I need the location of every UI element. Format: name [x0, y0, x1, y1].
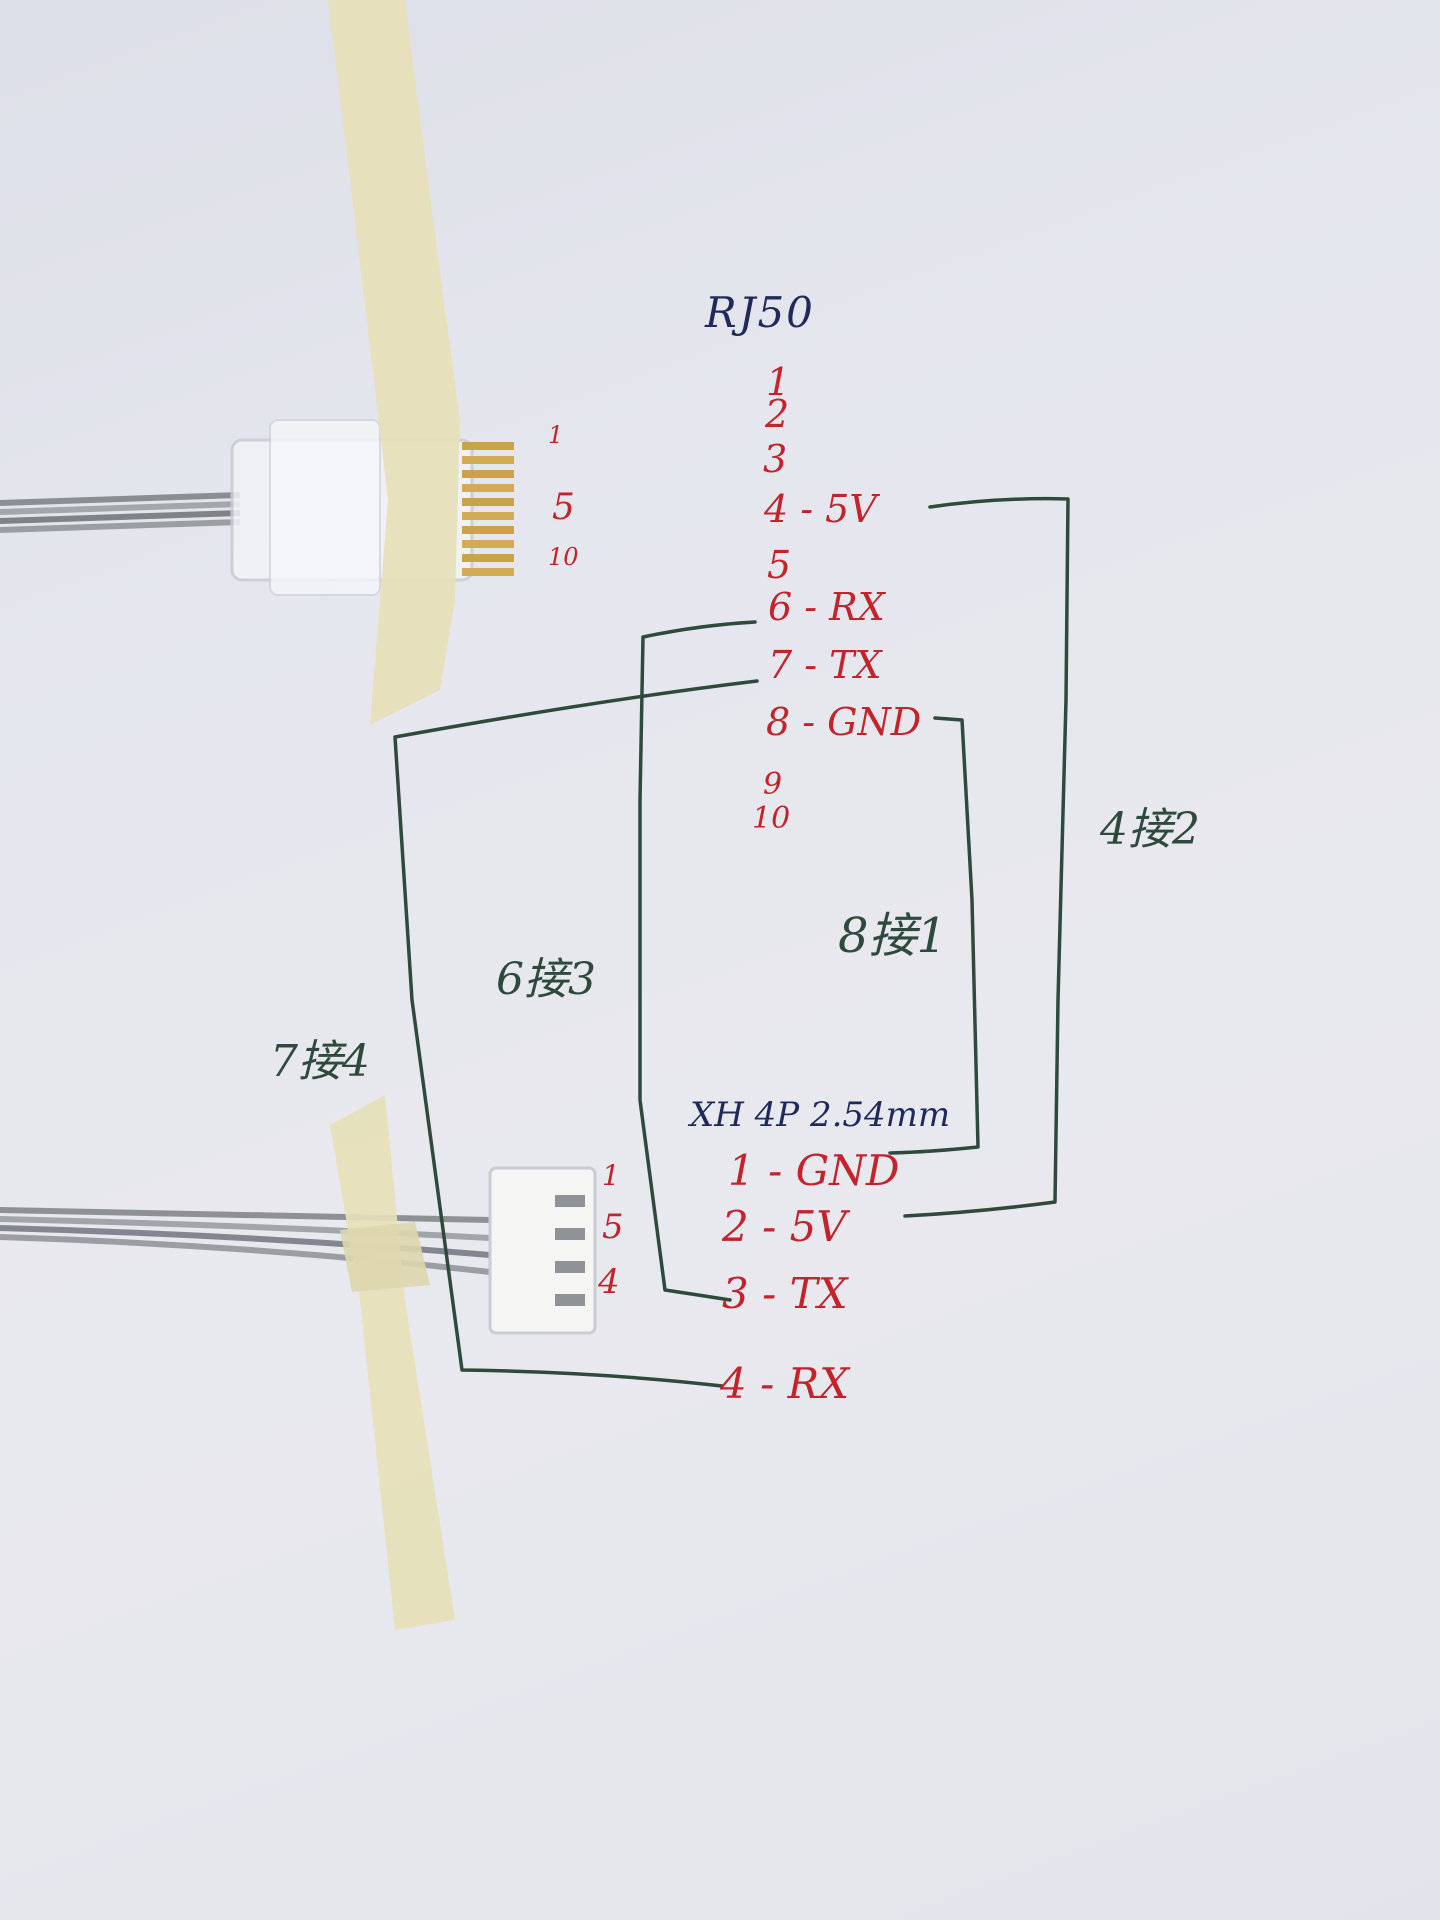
- xh-side-label-1: 1: [602, 1159, 620, 1192]
- rj50-pin-2: 2: [765, 392, 790, 436]
- rj50-pin-4: 4 - 5V: [764, 487, 877, 531]
- xh-title: XH 4P 2.54mm: [690, 1095, 951, 1135]
- rj50-side-label-10: 10: [548, 543, 579, 571]
- xh-pin-3: 3 - TX: [722, 1269, 848, 1318]
- rj50-ribbon-cable: [0, 492, 241, 533]
- rj50-pin-6: 6 - RX: [768, 585, 885, 629]
- rj50-pin-9: 9: [763, 767, 783, 802]
- rj50-title: RJ50: [705, 288, 815, 337]
- rj50-pin-10: 10: [752, 801, 791, 836]
- rj50-gold-contacts: [462, 442, 514, 576]
- rj50-pin-8: 8 - GND: [766, 700, 922, 744]
- rj50-side-label-5: 5: [552, 487, 575, 528]
- rj50-pin-3: 3: [763, 437, 788, 481]
- xh-pin-2: 2 - 5V: [722, 1202, 847, 1251]
- rj50-side-label-1: 1: [548, 421, 564, 449]
- note-7-to-4: 7接4: [270, 1036, 370, 1087]
- wire-rx-tx: [638, 620, 757, 1302]
- masking-tape-top: [328, 0, 460, 725]
- xh-side-label-5: 5: [602, 1207, 624, 1247]
- xh-side-label-4: 4: [598, 1262, 620, 1302]
- wire-tx-rx: [393, 679, 759, 1388]
- note-4-to-2: 4接2: [1100, 804, 1200, 855]
- rj50-pin-7: 7 - TX: [768, 643, 882, 687]
- rj50-pin-1: 1: [766, 360, 791, 404]
- note-8-to-1: 8接1: [838, 908, 948, 964]
- xh-housing: [488, 1166, 597, 1335]
- wire-5v: [903, 496, 1070, 1218]
- wire-gnd: [888, 716, 980, 1155]
- xh-pin-4: 4 - RX: [720, 1359, 850, 1408]
- xh-pin-1: 1 - GND: [728, 1146, 900, 1195]
- note-6-to-3: 6接3: [496, 954, 596, 1005]
- rj50-pin-5: 5: [767, 543, 792, 587]
